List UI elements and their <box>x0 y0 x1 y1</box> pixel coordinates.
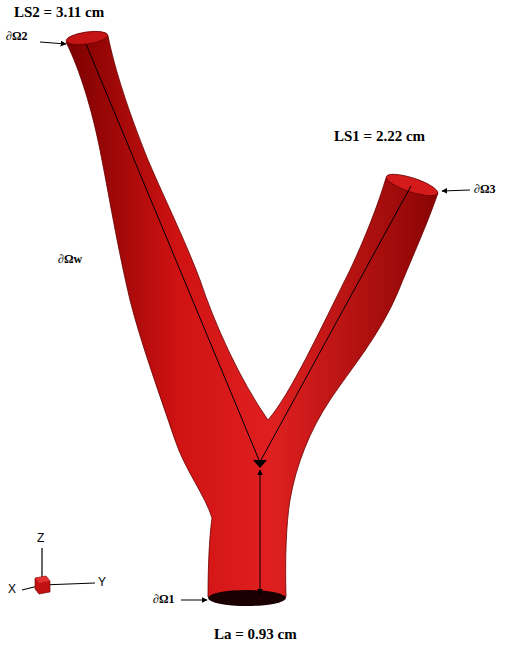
bifurcation-marker <box>253 460 267 468</box>
dimension-line <box>260 470 261 594</box>
dimension-label: LS1 = 2.22 cm <box>334 128 425 145</box>
inlet-face <box>208 590 286 606</box>
outlet-face-right <box>384 170 440 200</box>
axis-label: Z <box>37 532 44 545</box>
centerline <box>261 186 411 460</box>
dimension-label: La = 0.93 cm <box>214 626 297 643</box>
boundary-label: ∂Ω2 <box>6 30 28 43</box>
leader-line <box>181 600 207 601</box>
leader-line <box>442 190 470 191</box>
leader-line <box>40 42 66 44</box>
axis-label: X <box>8 583 16 596</box>
centerline <box>86 44 259 460</box>
vessel-wall <box>66 33 438 597</box>
boundary-label: ∂Ωw <box>58 253 82 266</box>
axis-label: Y <box>98 576 106 589</box>
boundary-label: ∂Ω1 <box>153 593 175 606</box>
dimension-label: LS2 = 3.11 cm <box>14 4 104 21</box>
outlet-face-left <box>65 29 108 47</box>
axis-triad <box>22 548 95 594</box>
boundary-label: ∂Ω3 <box>474 183 496 196</box>
